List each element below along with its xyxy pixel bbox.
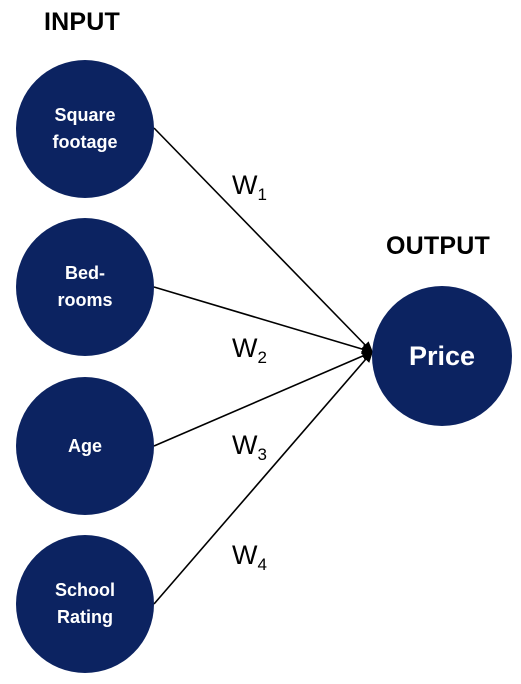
weight-symbol: W: [232, 430, 258, 460]
input-node-label: Age: [67, 435, 102, 456]
input-node-label: School Rating: [54, 580, 115, 627]
output-node-label: Price: [408, 340, 476, 371]
weight-label-4: W4: [232, 540, 267, 575]
weight-symbol: W: [232, 170, 258, 200]
weight-index: 1: [257, 185, 267, 204]
input-node-age: Age: [16, 377, 154, 515]
input-node-label: Square footage: [52, 105, 118, 152]
edge-bedrooms-to-price: [153, 286, 374, 354]
edge-age-to-price: [153, 351, 374, 447]
weight-symbol: W: [232, 333, 258, 363]
input-node-label: Bed- rooms: [57, 263, 113, 310]
output-node-price: Price: [372, 286, 512, 426]
edge-square-footage-to-price: [153, 127, 374, 354]
output-heading: OUTPUT: [386, 232, 490, 260]
edge-school-rating-to-price: [153, 350, 374, 605]
weight-label-1: W1: [232, 170, 267, 205]
weight-label-2: W2: [232, 333, 267, 368]
input-node-square-footage: Square footage: [16, 60, 154, 198]
weight-symbol: W: [232, 540, 258, 570]
weight-index: 2: [257, 348, 267, 367]
weight-index: 4: [257, 555, 267, 574]
input-heading: INPUT: [44, 8, 120, 36]
input-node-bedrooms: Bed- rooms: [16, 218, 154, 356]
input-node-school-rating: School Rating: [16, 535, 154, 673]
weight-index: 3: [257, 445, 267, 464]
weight-label-3: W3: [232, 430, 267, 465]
